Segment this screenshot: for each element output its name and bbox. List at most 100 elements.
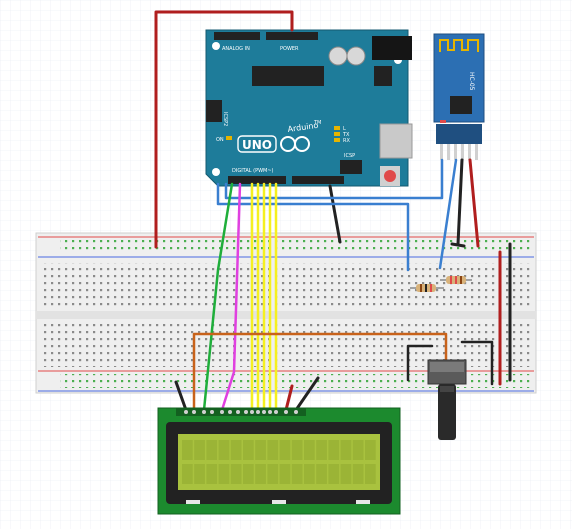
lcd-char-cell xyxy=(304,464,315,484)
label-digital: DIGITAL (PWM~) xyxy=(232,168,274,174)
lcd-char-cell xyxy=(206,440,218,460)
lcd-char-cell xyxy=(328,440,340,460)
hc05-pin xyxy=(475,144,478,160)
wire-black-lcd-1 xyxy=(174,380,188,412)
lcd-char-cell xyxy=(279,464,291,484)
top-rail-holes-1 xyxy=(60,240,532,247)
lcd-char-cell xyxy=(328,464,340,484)
label-rx: RX xyxy=(343,138,350,144)
lcd-pin xyxy=(268,410,272,414)
lcd-pin xyxy=(274,410,278,414)
wire-blue-tx xyxy=(216,182,410,272)
capacitor-icon xyxy=(328,46,348,66)
wire-black-bt-short xyxy=(450,242,466,248)
label-icsp: ICSP xyxy=(344,153,355,159)
wire-black-bt-gnd xyxy=(456,158,464,246)
lcd-char-cell xyxy=(316,440,327,460)
wires xyxy=(154,10,512,412)
lcd-char-cell xyxy=(365,440,376,460)
lcd-char-cell xyxy=(194,440,205,460)
hc05-pins xyxy=(440,144,478,160)
lcd-char-cell xyxy=(267,464,279,484)
lcd-char-cell xyxy=(291,440,303,460)
lcd-char-cell xyxy=(182,440,193,460)
lcd-pin xyxy=(294,410,298,414)
capacitor-icon xyxy=(346,46,366,66)
lcd-char-cell xyxy=(243,440,254,460)
hc05-pin xyxy=(454,144,457,160)
bottom-rail-holes-1 xyxy=(60,374,532,381)
lcd-pins xyxy=(184,410,298,414)
pot-face xyxy=(430,362,464,372)
hc05-bluetooth-module: HC-05 xyxy=(433,33,485,160)
lcd-char-cell xyxy=(218,440,230,460)
pot-shaft-top xyxy=(440,386,454,392)
lcd-char-cell xyxy=(255,440,266,460)
lcd-char-cell xyxy=(279,440,291,460)
lcd-char-cell xyxy=(230,440,242,460)
lcd-pin xyxy=(202,410,206,414)
lcd-char-cell xyxy=(206,464,218,484)
lcd-char-cell xyxy=(194,464,205,484)
bottom-rail-holes-2 xyxy=(60,381,532,388)
led-rx xyxy=(334,138,340,142)
lcd-pin-strip xyxy=(176,408,306,416)
antenna-trace-icon xyxy=(439,39,479,52)
lcd-char-cell xyxy=(340,464,352,484)
hc05-model-label: HC-05 xyxy=(468,72,475,91)
lcd-pin xyxy=(184,410,188,414)
led-l xyxy=(334,126,340,130)
wire-black-gnd xyxy=(328,184,342,244)
hc05-pin xyxy=(440,144,443,160)
icsp-header xyxy=(340,160,362,174)
mounting-hole-icon xyxy=(212,42,220,50)
reset-button-cap xyxy=(384,170,396,182)
resistor-1 xyxy=(410,284,444,292)
wire-blue-bt xyxy=(438,158,458,270)
header-analog-top xyxy=(214,32,260,40)
tm-text: TM xyxy=(313,120,321,126)
top-terminal-holes xyxy=(42,263,532,309)
hc05-chip xyxy=(450,96,472,114)
lcd-mount-notch xyxy=(186,500,200,504)
hc05-pin xyxy=(447,144,450,160)
label-power: POWER xyxy=(280,46,299,52)
lcd-pin xyxy=(236,410,240,414)
hc05-pin-header xyxy=(436,124,482,144)
wire-magenta xyxy=(220,182,242,412)
lcd-char-cell xyxy=(243,464,254,484)
lcd-char-cell xyxy=(352,440,364,460)
label-on: ON xyxy=(216,137,224,143)
mounting-hole-icon xyxy=(212,168,220,176)
label-tx: TX xyxy=(342,132,350,138)
lcd-pin xyxy=(250,410,254,414)
led-tx xyxy=(334,132,340,136)
lcd-pin xyxy=(220,410,224,414)
label-icsp2: ICSP2 xyxy=(222,112,228,126)
wire-red-5v xyxy=(154,10,294,249)
lcd-mount-notch xyxy=(272,500,286,504)
wire-red-lcd xyxy=(284,384,294,412)
wire-black-pot-left xyxy=(406,344,434,382)
lcd-pin xyxy=(262,410,266,414)
wire-green xyxy=(202,182,234,412)
wire-blue-rx xyxy=(224,158,444,200)
resistor-band xyxy=(430,284,432,292)
lcd-pin xyxy=(192,410,196,414)
header-digital-2 xyxy=(292,176,344,184)
arduino-brand-text: Arduino xyxy=(287,121,319,134)
hc05-pin xyxy=(468,144,471,160)
resistor-2 xyxy=(440,276,472,284)
breadboard xyxy=(35,232,537,394)
lcd-char-cell xyxy=(291,464,303,484)
lcd-pin xyxy=(284,410,288,414)
infinity-logo-icon xyxy=(294,136,310,152)
usb-port xyxy=(379,123,413,159)
lcd-char-cell xyxy=(316,464,327,484)
lcd-16x2 xyxy=(157,407,401,515)
lcd-char-cell xyxy=(365,464,376,484)
lcd-character-cells xyxy=(182,440,376,484)
uno-logo-text: UNO xyxy=(242,138,272,152)
atmega-chip xyxy=(252,66,324,86)
